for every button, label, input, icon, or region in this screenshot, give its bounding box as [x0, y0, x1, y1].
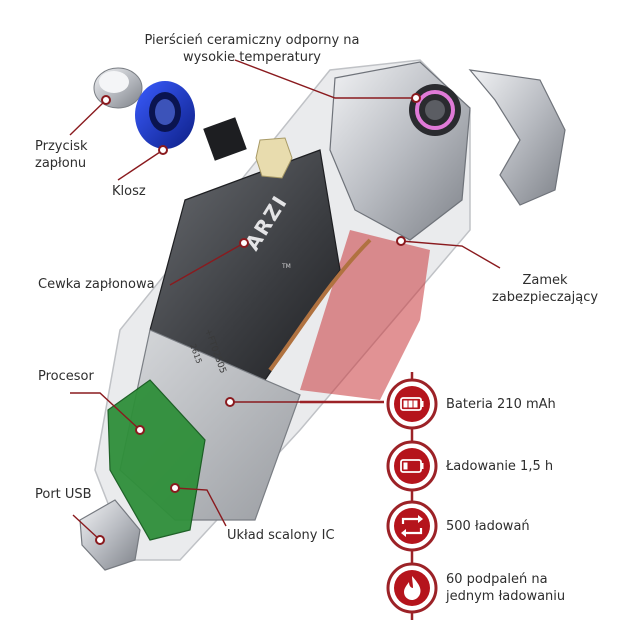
label-safety-lock: Zamek zabezpieczający	[491, 273, 599, 305]
label-usb-port: Port USB	[35, 487, 92, 502]
usb-port-part	[79, 499, 141, 571]
leader-ic	[174, 487, 227, 527]
ignition-button-part	[93, 67, 143, 109]
leader-coil	[169, 242, 245, 286]
leader-lock	[400, 240, 501, 269]
feature-text-battery: Bateria 210 mAh	[446, 397, 556, 412]
feature-charging-time	[386, 440, 438, 492]
label-ic-chip: Układ scalony IC	[227, 528, 335, 543]
leader-cover	[117, 149, 164, 181]
feature-text-ignitions: 60 podpaleń na jednym ładowaniu	[446, 572, 566, 604]
black-cube-part	[203, 117, 247, 161]
callout-dots	[95, 93, 421, 545]
battery-low-icon	[400, 459, 424, 473]
leader-button	[69, 99, 107, 136]
circuit-board	[107, 379, 206, 541]
device-illustration	[79, 59, 566, 571]
head-lid	[468, 69, 566, 206]
crystal-part	[255, 137, 293, 179]
inner-red-glow	[300, 230, 430, 400]
label-ignition-coil: Cewka zapłonowa	[38, 277, 155, 292]
ceramic-ring	[409, 84, 461, 136]
leader-usb	[72, 514, 101, 541]
wire	[268, 238, 372, 372]
recycle-icon	[401, 515, 423, 537]
flame-icon	[404, 576, 421, 600]
leader-cpu	[70, 392, 141, 431]
cover-part	[135, 81, 195, 149]
feature-text-cycles: 500 ładowań	[446, 519, 530, 534]
leader-ring	[234, 59, 416, 99]
label-processor: Procesor	[38, 369, 94, 384]
feature-column	[300, 372, 438, 620]
label-cover: Klosz	[112, 184, 146, 199]
feature-battery-capacity	[386, 378, 438, 430]
trademark-mark: TM	[281, 263, 291, 270]
battery-full-icon	[400, 397, 424, 411]
feature-ignitions	[386, 562, 438, 614]
label-ignition-button: Przycisk zapłonu	[35, 139, 88, 171]
feature-charge-cycles	[386, 500, 438, 552]
label-ceramic-ring: Pierścień ceramiczny odporny na wysokie …	[144, 33, 360, 65]
feature-text-charging: Ładowanie 1,5 h	[446, 459, 554, 474]
callout-lines	[69, 59, 501, 541]
